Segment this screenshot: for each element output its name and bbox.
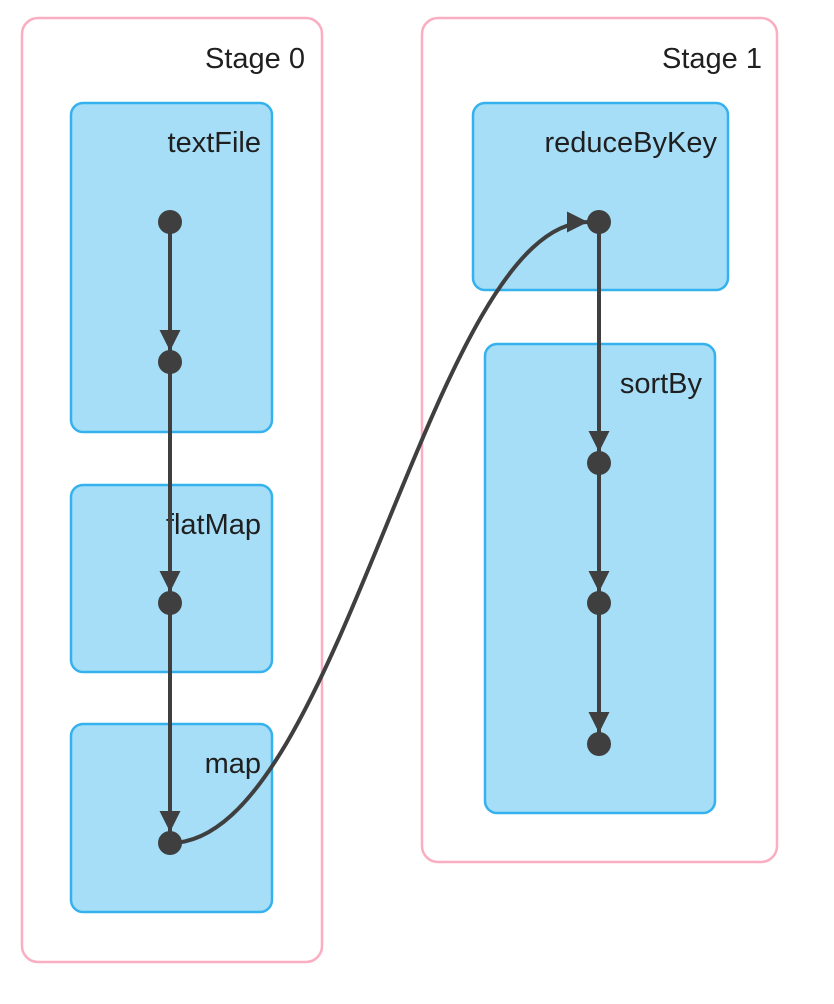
rdd-dot-sortby-3[interactable] <box>587 732 611 756</box>
rdd-dot-sortby-1[interactable] <box>587 451 611 475</box>
stage-0-label: Stage 0 <box>205 43 305 75</box>
rdd-dot-sortby-2[interactable] <box>587 591 611 615</box>
rdd-dot-flatmap[interactable] <box>158 591 182 615</box>
rdd-dot-textfile-1[interactable] <box>158 210 182 234</box>
op-label-textfile: textFile <box>168 127 261 159</box>
rdd-dot-textfile-2[interactable] <box>158 350 182 374</box>
op-label-flatmap: flatMap <box>166 509 261 541</box>
op-label-sortby: sortBy <box>620 368 703 400</box>
edge-map-reducebykey-shuffle <box>168 211 590 845</box>
dag-nodes <box>158 210 611 855</box>
stage-1-label: Stage 1 <box>662 43 762 75</box>
op-label-map: map <box>205 748 261 780</box>
dag-edges <box>159 211 610 845</box>
op-label-reducebykey: reduceByKey <box>545 127 718 159</box>
rdd-dot-map[interactable] <box>158 831 182 855</box>
rdd-dot-reducebykey[interactable] <box>587 210 611 234</box>
